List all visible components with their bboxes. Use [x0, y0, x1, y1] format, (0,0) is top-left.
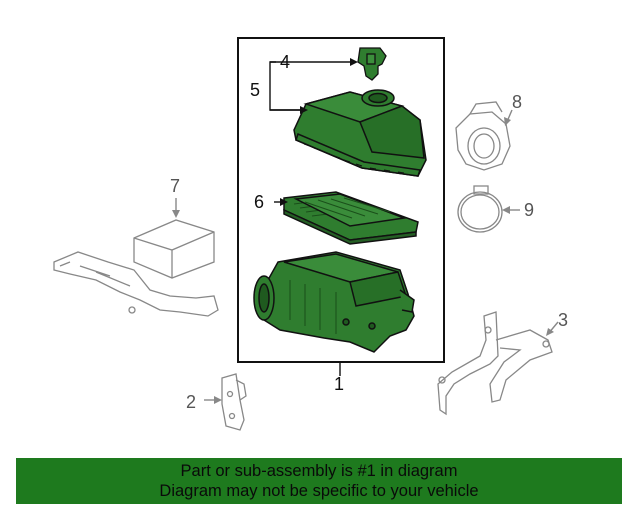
- callout-1: 1: [334, 374, 344, 394]
- part-8-throttle-body: [455, 101, 511, 171]
- part-4-sensor[interactable]: [357, 47, 387, 81]
- callout-2: 2: [186, 392, 196, 412]
- callout-7: 7: [170, 176, 180, 196]
- callout-8: 8: [512, 92, 522, 112]
- banner-line-1: Part or sub-assembly is #1 in diagram: [180, 462, 458, 480]
- leader-lines: [175, 61, 559, 401]
- part-1-air-cleaner-case[interactable]: [253, 251, 415, 353]
- callout-4: 4: [280, 52, 290, 72]
- part-6-air-filter[interactable]: [283, 191, 419, 245]
- info-banner: Part or sub-assembly is #1 in diagram Di…: [16, 458, 622, 504]
- part-3-bracket: [437, 311, 553, 416]
- assembly-box: [237, 37, 445, 363]
- part-7-intake-duct: [53, 219, 219, 317]
- callout-5: 5: [250, 80, 260, 100]
- callout-9: 9: [524, 200, 534, 220]
- part-5-air-cleaner-cap[interactable]: [293, 89, 427, 177]
- part-2-bracket: [221, 373, 247, 431]
- parts-diagram: 1 2 3 4 5 6 7 8 9: [53, 37, 568, 431]
- callout-3: 3: [558, 310, 568, 330]
- banner-line-2: Diagram may not be specific to your vehi…: [159, 482, 479, 500]
- leader-arrowheads: [172, 58, 554, 404]
- callout-6: 6: [254, 192, 264, 212]
- part-9-hose-clamp: [457, 185, 503, 233]
